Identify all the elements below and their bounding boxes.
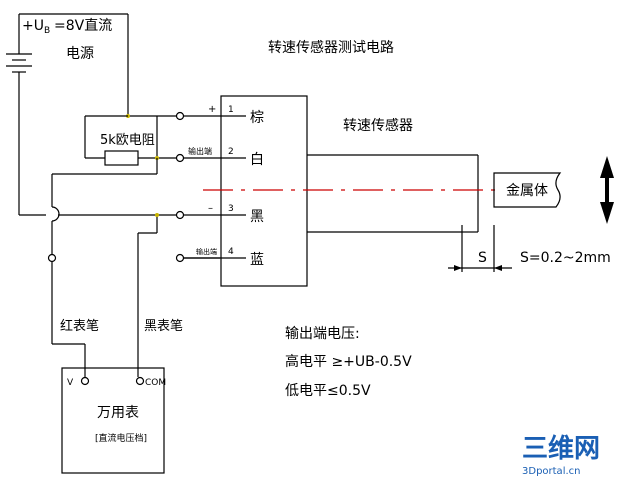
output-voltage-high: 高电平 ≥+UB-0.5V xyxy=(285,353,412,370)
pin3-sign: – xyxy=(208,203,213,214)
power-source-subscript: B xyxy=(44,26,50,36)
pin2-terminal xyxy=(175,153,185,163)
ground-wire xyxy=(19,213,183,377)
red-probe-terminal xyxy=(47,253,57,263)
pin1-sign: + xyxy=(208,104,216,115)
power-source-value: =8V直流 xyxy=(54,17,112,34)
diagram-title: 转速传感器测试电路 xyxy=(268,39,394,56)
watermark-url: 3Dportal.cn xyxy=(522,466,580,477)
pin4-sign: 输出端 xyxy=(196,247,217,256)
pin3-terminal xyxy=(175,210,185,220)
pin4-color: 蓝 xyxy=(250,252,264,268)
pin4-number: 4 xyxy=(228,247,234,257)
multimeter-box xyxy=(61,367,165,474)
sensor-connector xyxy=(220,95,308,287)
com-port xyxy=(135,376,145,386)
pin2-number: 2 xyxy=(228,147,234,157)
gap-dimension xyxy=(448,265,512,271)
pin1-number: 1 xyxy=(228,105,234,115)
power-source-label: 电源 xyxy=(66,46,94,62)
gap-formula: S=0.2~2mm xyxy=(520,250,611,266)
red-probe-label: 红表笔 xyxy=(60,318,99,334)
multimeter-name: 万用表 xyxy=(97,405,139,421)
output-wire xyxy=(47,156,183,377)
v-port-label: V xyxy=(67,378,74,388)
resistor-loop xyxy=(84,115,158,166)
junction-dot xyxy=(155,213,159,217)
com-port-label: COM xyxy=(145,378,166,388)
power-positive-wire xyxy=(19,13,183,118)
battery-symbol xyxy=(6,14,32,215)
pin2-sign: 输出端 xyxy=(188,146,212,156)
pin4-terminal xyxy=(175,253,185,263)
output-voltage-low: 低电平≤0.5V xyxy=(285,383,371,399)
pin3-number: 3 xyxy=(228,204,234,214)
pin2-color: 白 xyxy=(250,152,264,168)
pin1-terminal xyxy=(175,111,185,121)
black-probe-label: 黑表笔 xyxy=(144,318,183,334)
metal-label: 金属体 xyxy=(506,183,548,199)
output-voltage-heading: 输出端电压: xyxy=(285,326,360,342)
pin-terminals xyxy=(175,111,246,263)
v-port xyxy=(80,376,90,386)
gap-symbol: S xyxy=(478,250,487,266)
sensor-body xyxy=(307,154,495,272)
sensor-label: 转速传感器 xyxy=(343,117,413,134)
watermark-logo: 三维网 xyxy=(522,433,600,464)
resistor-symbol xyxy=(104,150,139,166)
power-source-prefix: +U xyxy=(22,18,44,34)
metal-body xyxy=(493,172,562,208)
pin1-color: 棕 xyxy=(250,110,264,126)
pin3-color: 黑 xyxy=(250,209,264,225)
motion-arrow xyxy=(600,156,614,224)
resistor-label: 5k欧电阻 xyxy=(100,133,155,148)
multimeter-mode: [直流电压档] xyxy=(95,432,147,444)
